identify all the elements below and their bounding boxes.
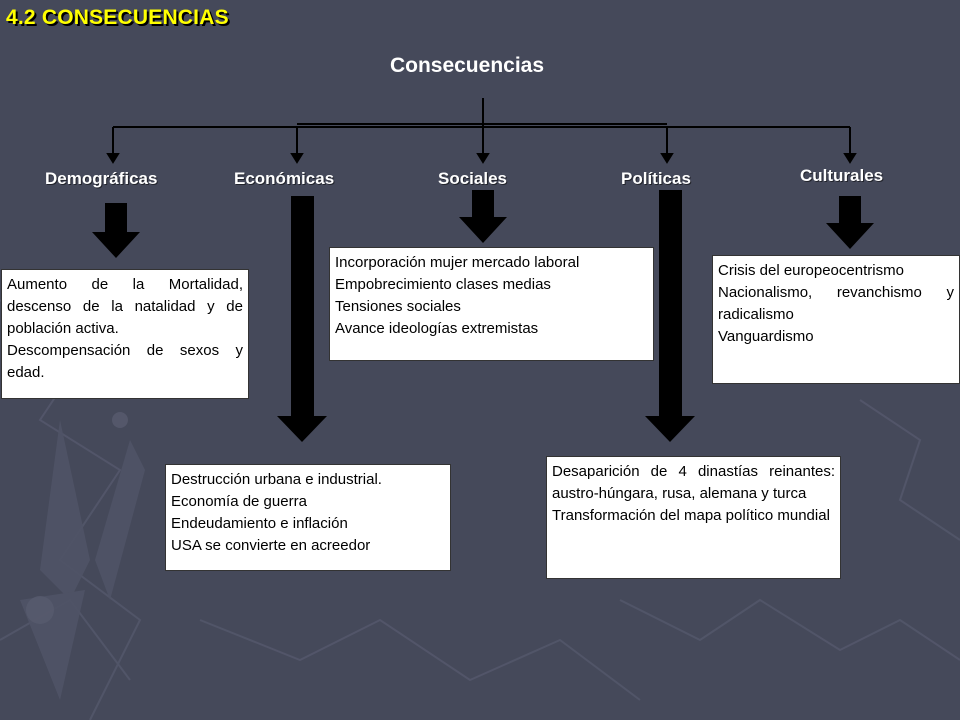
box-item: Nacionalismo, revanchismo y radicalismo [718, 284, 954, 323]
content-box-culturales: Crisis del europeocentrismo Nacionalismo… [712, 255, 960, 384]
box-item: Economía de guerra [171, 493, 307, 510]
content-box-demograficas: Aumento de la Mortalidad, descenso de la… [1, 269, 249, 399]
content-box-sociales: Incorporación mujer mercado laboral Empo… [329, 247, 654, 361]
content-box-politicas: Desaparición de 4 dinastías reinantes: a… [546, 456, 841, 579]
box-item: Descompensación de sexos y edad. [7, 342, 243, 381]
content-box-economicas: Destrucción urbana e industrial. Economí… [165, 464, 451, 571]
slide-title: 4.2 CONSECUENCIAS [6, 6, 229, 29]
box-item: Vanguardismo [718, 328, 814, 345]
box-item: Destrucción urbana e industrial. [171, 471, 382, 488]
category-label-sociales: Sociales [438, 169, 507, 188]
box-item: Empobrecimiento clases medias [335, 276, 551, 293]
box-item: Endeudamiento e inflación [171, 515, 348, 532]
box-item: Aumento de la Mortalidad, descenso de la… [7, 276, 243, 337]
diagram-root-title: Consecuencias [389, 54, 545, 77]
category-label-politicas: Políticas [621, 169, 691, 188]
category-label-culturales: Culturales [800, 166, 884, 185]
box-item: Tensiones sociales [335, 298, 461, 315]
box-item: Avance ideologías extremistas [335, 320, 539, 337]
box-item: Incorporación mujer mercado laboral [335, 254, 580, 271]
category-label-economicas: Económicas [234, 169, 335, 188]
box-item: Desaparición de 4 dinastías reinantes: a… [552, 463, 835, 502]
category-label-demograficas: Demográficas [45, 169, 158, 188]
box-item: Crisis del europeocentrismo [718, 262, 904, 279]
box-item: USA se convierte en acreedor [171, 537, 371, 554]
box-item: Transformación del mapa político mundial [552, 507, 830, 524]
